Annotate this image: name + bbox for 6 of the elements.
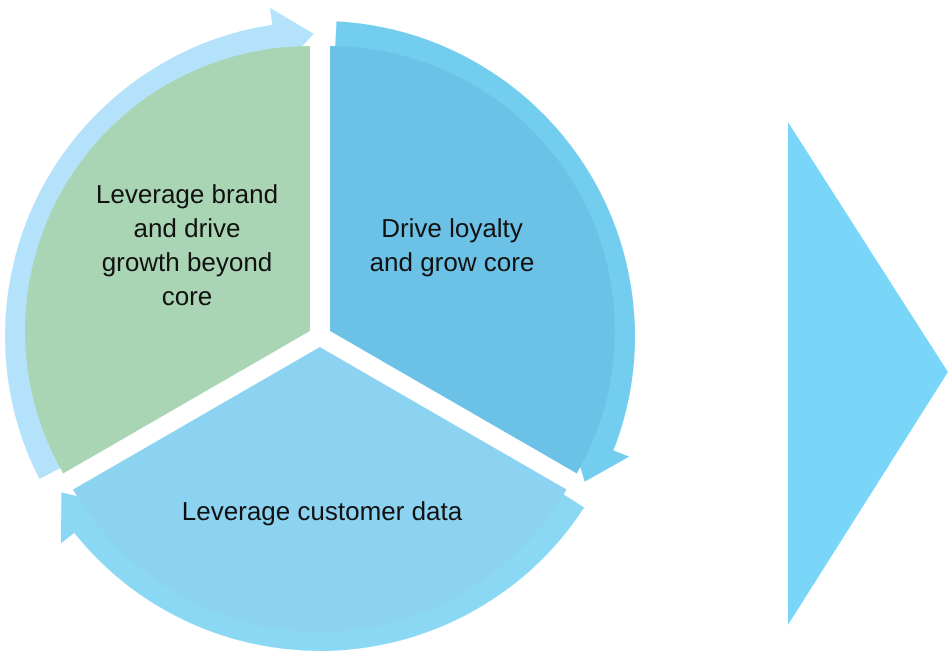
segment-label: Leverage brand and drive growth beyond core bbox=[94, 178, 280, 313]
segment-label: Drive loyalty and grow core bbox=[369, 212, 534, 279]
segment-label: Leverage customer data bbox=[180, 495, 464, 528]
triangle-shape bbox=[788, 122, 948, 625]
pie-segment bbox=[25, 46, 310, 473]
cycle-arrow bbox=[60, 490, 584, 651]
